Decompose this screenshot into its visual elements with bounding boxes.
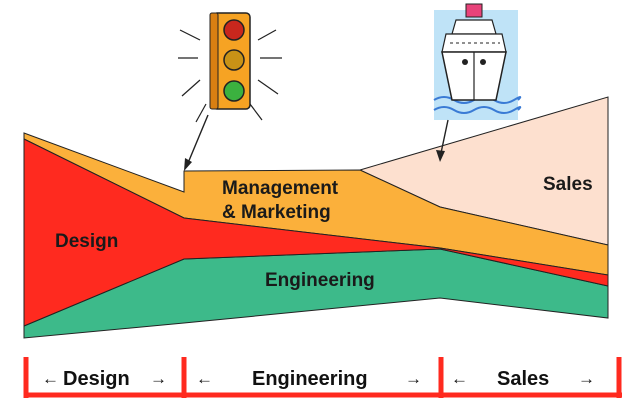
design-band-label: Design	[55, 231, 118, 252]
management-band-label-line1: Management	[222, 178, 339, 199]
timeline: ← Design → ← Engineering → ← Sales →	[23, 357, 622, 398]
timeline-phase-label: Design	[63, 368, 130, 390]
right-arrow-icon: →	[405, 369, 422, 388]
timeline-phase-engineering: ← Engineering →	[196, 368, 422, 390]
timeline-phase-label: Engineering	[252, 368, 368, 390]
timeline-phase-sales: ← Sales →	[451, 368, 595, 390]
cruise-ship-icon	[433, 3, 522, 162]
left-arrow-icon: ←	[196, 369, 213, 388]
right-arrow-icon: →	[150, 369, 167, 388]
left-arrow-icon: ←	[451, 369, 468, 388]
sales-band-label: Sales	[543, 174, 593, 195]
right-arrow-icon: →	[578, 369, 595, 388]
traffic-light-icon	[178, 12, 282, 171]
engineering-band-label: Engineering	[265, 270, 375, 291]
left-arrow-icon: ←	[42, 369, 59, 388]
design-region	[23, 138, 609, 327]
timeline-phase-design: ← Design →	[42, 368, 167, 390]
management-band-label-line2: & Marketing	[222, 202, 331, 223]
timeline-phase-label: Sales	[497, 368, 549, 390]
